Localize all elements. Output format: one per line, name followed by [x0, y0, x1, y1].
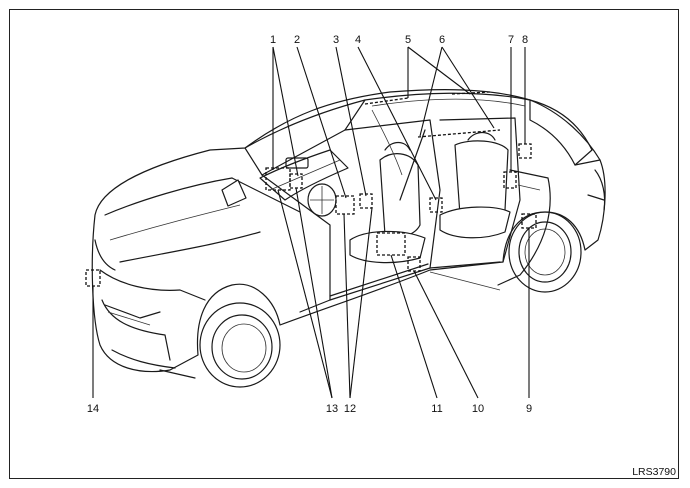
front-wheel [199, 302, 281, 388]
component-markers [85, 91, 537, 287]
rear-wheel [508, 211, 582, 293]
rear-seat [439, 131, 511, 239]
figure-code: LRS3790 [632, 466, 676, 478]
callout-4: 4 [355, 34, 361, 46]
dashboard [259, 149, 349, 201]
front-grille [101, 299, 171, 361]
callout-1: 1 [270, 34, 276, 46]
headlight [94, 239, 116, 271]
callout-14: 14 [87, 403, 99, 415]
callout-11: 11 [431, 403, 442, 415]
callout-10: 10 [472, 403, 484, 415]
callout-8: 8 [522, 34, 528, 46]
leader-lines [92, 46, 530, 399]
callout-9: 9 [526, 403, 532, 415]
windshield [244, 99, 366, 176]
callout-6: 6 [439, 34, 445, 46]
side-mirror [221, 179, 247, 207]
rear-hatch [529, 99, 593, 166]
callout-7: 7 [508, 34, 514, 46]
callout-13: 13 [326, 403, 338, 415]
callout-3: 3 [333, 34, 339, 46]
callout-labels: 1 2 3 4 5 6 7 8 9 10 11 12 13 14 [87, 34, 532, 415]
rear-door [497, 169, 551, 286]
diagram-frame [9, 9, 679, 479]
callout-12: 12 [344, 403, 356, 415]
callout-5: 5 [405, 34, 411, 46]
callout-2: 2 [294, 34, 300, 46]
